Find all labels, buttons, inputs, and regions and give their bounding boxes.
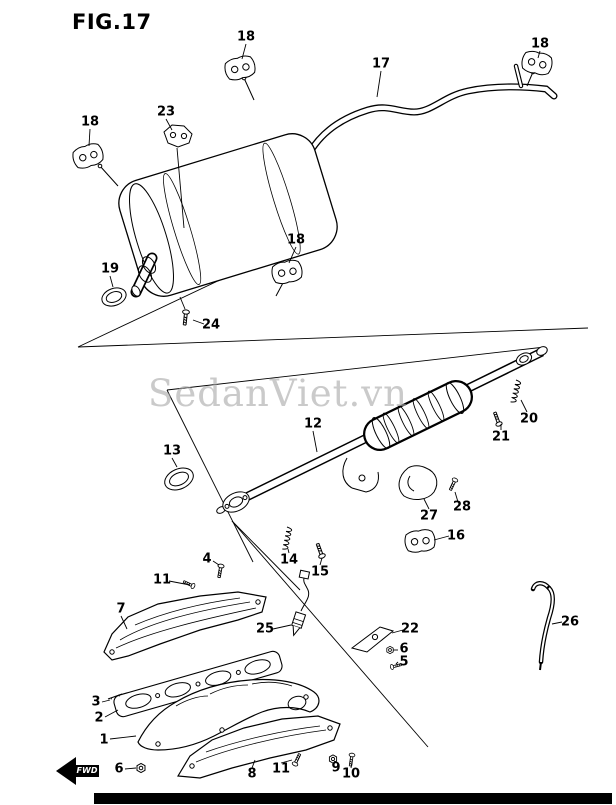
part-label-13: 13	[162, 443, 182, 459]
part-label-22: 22	[400, 621, 420, 637]
clamp-ring-13	[164, 467, 194, 491]
part-label-21: 21	[491, 429, 511, 445]
part-label-23: 23	[156, 104, 176, 120]
part-label-18: 18	[236, 29, 256, 45]
bolt-15	[313, 542, 327, 560]
part-label-3: 3	[91, 694, 101, 710]
part-label-24: 24	[201, 317, 221, 333]
nut-6-right	[386, 645, 394, 655]
part-label-18: 18	[530, 36, 550, 52]
muffler-inlet-pipe	[130, 252, 158, 298]
oxygen-sensor-25	[291, 569, 311, 637]
part-label-18: 18	[80, 114, 100, 130]
part-label-10: 10	[341, 766, 361, 782]
part-label-17: 17	[371, 56, 391, 72]
figure-title: FIG.17	[72, 10, 152, 34]
heat-shield-7	[103, 591, 267, 661]
muffler	[118, 133, 338, 297]
part-label-14: 14	[279, 552, 299, 568]
manifold-1	[137, 678, 320, 751]
part-label-2: 2	[94, 710, 104, 726]
leader-lines	[88, 43, 563, 770]
part-label-27: 27	[419, 508, 439, 524]
fwd-label: FWD	[76, 766, 98, 775]
hanger-16	[403, 527, 437, 555]
hanger-18-b	[519, 48, 555, 78]
rod-26	[530, 581, 555, 671]
spring-14	[281, 526, 293, 551]
bolt-4	[215, 563, 225, 579]
ring-gasket-19	[101, 287, 127, 307]
part-label-8: 8	[247, 766, 257, 782]
heat-shield-8	[176, 715, 341, 779]
bottom-bar	[94, 793, 612, 804]
spring-20	[510, 379, 522, 404]
part-label-6: 6	[114, 761, 124, 777]
hanger-18-a	[222, 53, 258, 83]
fwd-arrow-icon	[56, 757, 99, 785]
nut-6-left	[136, 762, 146, 774]
part-label-11: 11	[271, 761, 291, 777]
part-label-18: 18	[286, 232, 306, 248]
part-label-26: 26	[560, 614, 580, 630]
bracket-23	[163, 124, 193, 229]
bracket-22	[350, 626, 395, 653]
bolt-28	[447, 476, 459, 492]
part-label-25: 25	[255, 621, 275, 637]
part-label-15: 15	[310, 564, 330, 580]
bolt-24-line	[179, 296, 186, 310]
bolt-24	[180, 309, 191, 326]
part-label-5: 5	[399, 654, 409, 670]
pipe-bracket	[342, 457, 379, 493]
part-label-1: 1	[99, 732, 109, 748]
part-label-6: 6	[399, 641, 409, 657]
center-pipe	[216, 346, 548, 514]
part-label-4: 4	[202, 551, 212, 567]
part-label-12: 12	[303, 416, 323, 432]
part-label-11: 11	[152, 572, 172, 588]
part-label-20: 20	[519, 411, 539, 427]
grouping-lines	[77, 226, 589, 748]
part-label-16: 16	[446, 528, 466, 544]
part-label-28: 28	[452, 499, 472, 515]
stud-3	[107, 693, 123, 700]
tail-pipe	[306, 63, 558, 156]
stud-11-bottom	[291, 752, 303, 768]
part-label-9: 9	[331, 760, 341, 776]
part-label-19: 19	[100, 261, 120, 277]
part-label-7: 7	[116, 601, 126, 617]
bracket-27	[398, 465, 438, 500]
